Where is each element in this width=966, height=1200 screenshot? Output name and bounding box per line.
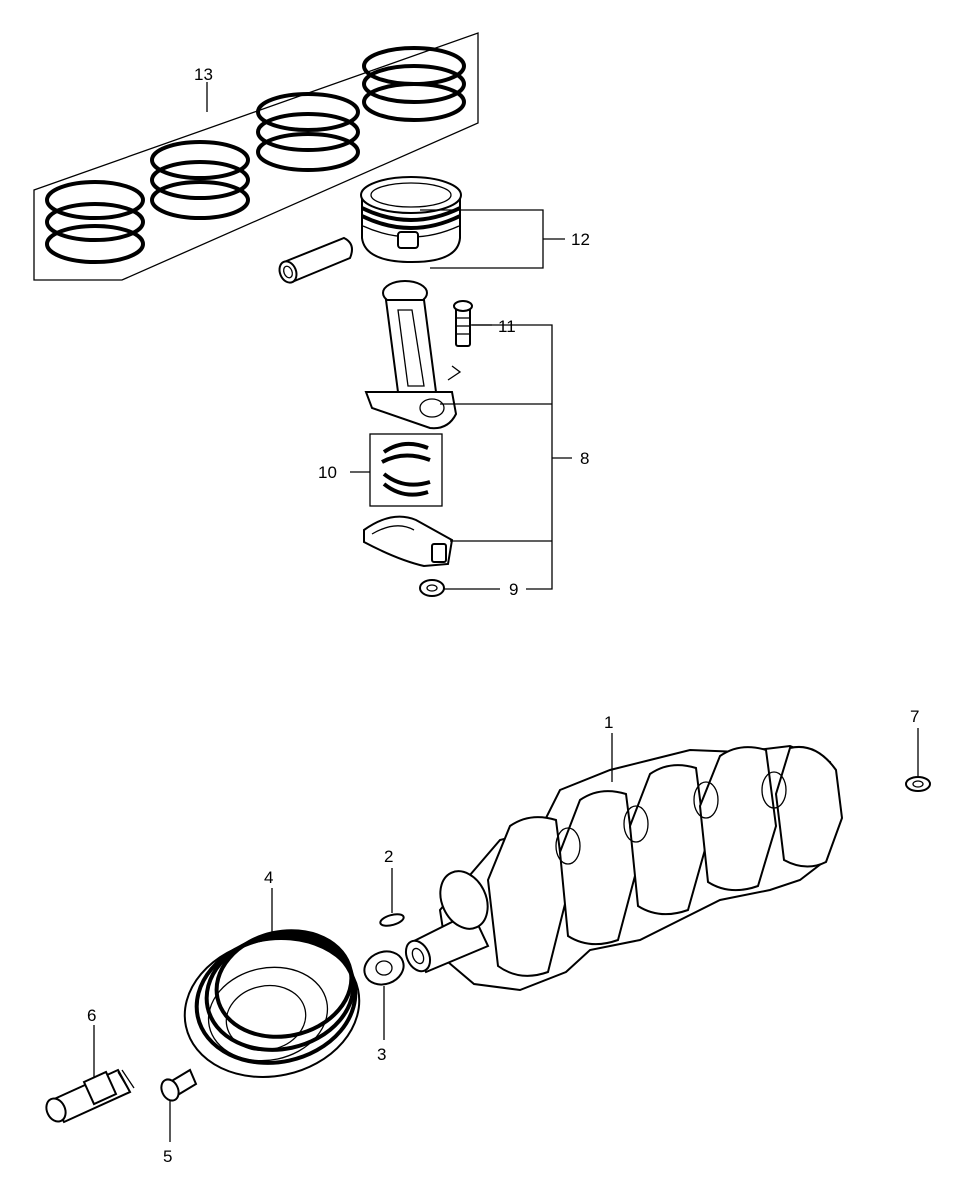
pulley-bolt[interactable]: 5 [158,1068,198,1166]
ring-set-2 [150,140,250,220]
piston [360,176,462,264]
ring-set-3 [256,92,360,172]
rod-bearing [381,441,431,497]
callout-13: 13 [194,65,213,84]
piston-and-pin[interactable]: 12 [276,176,590,285]
ring-set-panel [33,32,479,281]
crank-sprocket[interactable]: 3 [360,946,409,1064]
connecting-rod-assembly[interactable]: 11 8 9 10 [318,280,589,599]
callout-3: 3 [377,1045,386,1064]
rod-cap [363,515,454,568]
callout-12: 12 [571,230,590,249]
callout-8: 8 [580,449,589,468]
crank-key[interactable]: 2 [379,847,405,928]
rod-nut [419,579,445,597]
bearing-box [369,433,443,507]
callout-1: 1 [604,713,613,732]
callout-10: 10 [318,463,337,482]
piston-ring-set[interactable]: 13 [33,32,479,281]
ring-set-4 [362,46,466,122]
callout-5: 5 [163,1147,172,1166]
callout-4: 4 [264,868,273,887]
pilot-bushing[interactable]: 7 [905,707,931,792]
callout-11: 11 [498,317,516,336]
callout-6: 6 [87,1006,96,1025]
crank-bolt[interactable]: 6 [43,1006,135,1125]
crankshaft-pulley[interactable]: 4 [172,868,372,1093]
callout-9: 9 [509,580,518,599]
callout-2: 2 [384,847,393,866]
callout-7: 7 [910,707,919,726]
leader-8-bracket [470,324,553,590]
connecting-rod [364,280,462,430]
ring-set-1 [45,180,145,264]
crankshaft[interactable]: 1 [401,713,844,992]
rod-bolt [453,300,473,347]
piston-pin [278,236,353,284]
